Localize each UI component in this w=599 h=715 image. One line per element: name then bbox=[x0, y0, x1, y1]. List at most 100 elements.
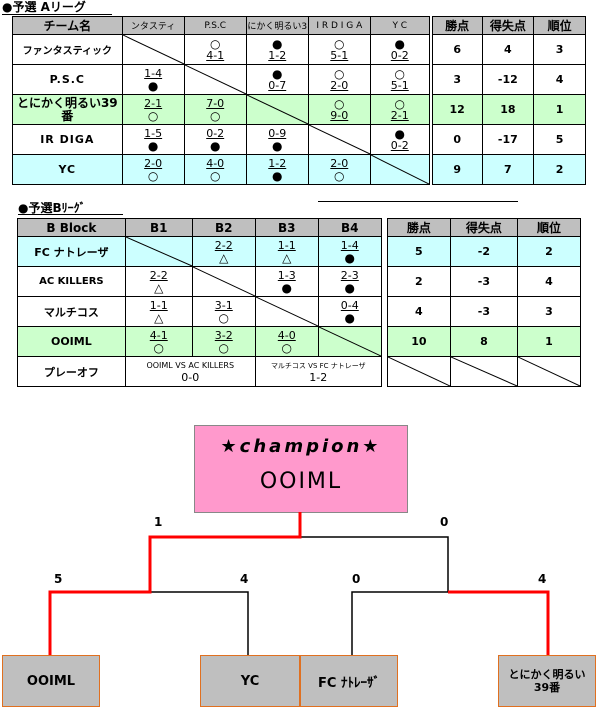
result-score: 2-0 bbox=[330, 156, 349, 170]
diagonal-slash bbox=[247, 95, 308, 124]
match-result-cell: 3-2○ bbox=[191, 326, 256, 357]
match-result-cell: ●0-2 bbox=[369, 34, 430, 65]
result-score: 0-2 bbox=[390, 138, 409, 152]
result-score: 1-3 bbox=[277, 268, 296, 282]
result-score: 0-7 bbox=[268, 78, 287, 92]
rank-cell: 5 bbox=[533, 124, 586, 155]
match-result-cell: 0-4● bbox=[317, 296, 382, 327]
result-score: 1-1 bbox=[277, 238, 296, 252]
team-name: IR DIGA bbox=[12, 124, 123, 155]
champion-name: OOIML bbox=[259, 469, 343, 494]
result-mark: ● bbox=[272, 138, 283, 153]
diagonal-slash bbox=[193, 267, 255, 296]
team-name: マルチコス bbox=[17, 296, 126, 327]
rank-cell: 4 bbox=[516, 266, 582, 297]
match-result-cell: 4-0○ bbox=[183, 154, 247, 185]
match-result-cell: ○5-1 bbox=[307, 34, 371, 65]
result-mark: ○ bbox=[209, 108, 221, 123]
goal-diff-cell: 4 bbox=[481, 34, 535, 65]
header-col-4: I R D I G A bbox=[307, 16, 371, 35]
match-result-cell: 1-1△ bbox=[254, 236, 319, 267]
header-b3: B3 bbox=[254, 218, 319, 237]
result-mark: ● bbox=[394, 126, 406, 141]
self-match-cell bbox=[369, 154, 430, 185]
result-mark: ○ bbox=[147, 168, 159, 183]
result-mark: ○ bbox=[218, 310, 230, 325]
result-mark: ● bbox=[281, 280, 293, 295]
team-box-39ban: とにかく明るい 39番 bbox=[498, 655, 596, 707]
result-mark: ○ bbox=[334, 168, 345, 183]
points-cell: 3 bbox=[431, 64, 483, 95]
league-a-table: チーム名 ンタスティ P.S.C にかく明るい3 I R D I G A Y C… bbox=[12, 16, 586, 185]
result-score: 2-2 bbox=[214, 238, 233, 252]
self-match-cell bbox=[245, 94, 309, 125]
result-mark: △ bbox=[154, 310, 164, 325]
result-score: 0-2 bbox=[390, 48, 409, 62]
result-score: 1-4 bbox=[340, 238, 359, 252]
league-b-title-underline bbox=[18, 214, 123, 215]
team-name: OOIML bbox=[17, 326, 126, 357]
result-score: 4-0 bbox=[277, 328, 296, 342]
result-mark: △ bbox=[154, 280, 164, 295]
playoff-label: プレーオフ bbox=[17, 356, 126, 387]
team-box-ooiml: OOIML bbox=[2, 655, 100, 707]
playoff-row: プレーオフ OOIML VS AC KILLERS 0-0 マルチコス VS F… bbox=[17, 356, 582, 387]
self-match-cell bbox=[124, 236, 193, 267]
result-mark: ● bbox=[344, 280, 356, 295]
result-mark: ● bbox=[147, 138, 159, 153]
league-a-header-row: チーム名 ンタスティ P.S.C にかく明るい3 I R D I G A Y C… bbox=[12, 16, 586, 35]
playoff-match-1-teams: OOIML VS AC KILLERS bbox=[146, 360, 235, 370]
goal-diff-cell: -17 bbox=[481, 124, 535, 155]
match-result-cell: 2-0○ bbox=[307, 154, 371, 185]
result-mark: △ bbox=[219, 250, 229, 265]
result-score: 1-2 bbox=[268, 156, 287, 170]
result-score: 1-1 bbox=[149, 298, 168, 312]
result-mark: ● bbox=[272, 36, 283, 51]
result-score: 1-5 bbox=[144, 126, 163, 140]
goal-diff-cell: -3 bbox=[449, 296, 518, 327]
goal-diff-cell: 18 bbox=[481, 94, 535, 125]
diagonal-slash bbox=[185, 65, 246, 94]
match-result-cell: 2-2△ bbox=[191, 236, 256, 267]
match-result-cell: ●0-7 bbox=[245, 64, 309, 95]
result-score: 2-1 bbox=[144, 96, 163, 110]
goal-diff-cell: 8 bbox=[449, 326, 518, 357]
header-col-2: P.S.C bbox=[183, 16, 247, 35]
match-result-cell: 1-2● bbox=[245, 154, 309, 185]
semi-score-right-b: 4 bbox=[538, 572, 547, 586]
result-score: 3-1 bbox=[214, 298, 233, 312]
result-mark: ○ bbox=[394, 66, 406, 81]
team-name: AC KILLERS bbox=[17, 266, 126, 297]
league-b-title: ●予選Bﾘｰｸﾞ bbox=[18, 201, 86, 215]
semi-score-right-a: 0 bbox=[352, 572, 361, 586]
self-match-cell bbox=[254, 296, 319, 327]
bracket-line-final-right bbox=[300, 536, 449, 592]
playoff-empty-3 bbox=[516, 356, 582, 387]
champion-box: ★champion★ OOIML bbox=[194, 425, 408, 513]
header-b1: B1 bbox=[124, 218, 193, 237]
match-result-cell: ●0-2 bbox=[369, 124, 430, 155]
header-col-3: にかく明るい3 bbox=[245, 16, 309, 35]
result-score: 2-0 bbox=[144, 156, 163, 170]
diagonal-slash bbox=[371, 155, 429, 184]
goal-diff-cell: -12 bbox=[481, 64, 535, 95]
result-score: 3-2 bbox=[214, 328, 233, 342]
result-score: 2-0 bbox=[330, 78, 349, 92]
match-result-cell: 1-5● bbox=[121, 124, 185, 155]
playoff-match-1: OOIML VS AC KILLERS 0-0 bbox=[124, 356, 256, 387]
result-mark: ● bbox=[147, 78, 159, 93]
rank-cell: 1 bbox=[516, 326, 582, 357]
diagonal-slash bbox=[256, 297, 318, 326]
team-box-yc: YC bbox=[200, 655, 300, 707]
result-mark: ○ bbox=[209, 36, 221, 51]
final-score-right: 0 bbox=[440, 515, 449, 529]
self-match-cell bbox=[317, 326, 382, 357]
header-b-goal-diff: 得失点 bbox=[449, 218, 518, 237]
